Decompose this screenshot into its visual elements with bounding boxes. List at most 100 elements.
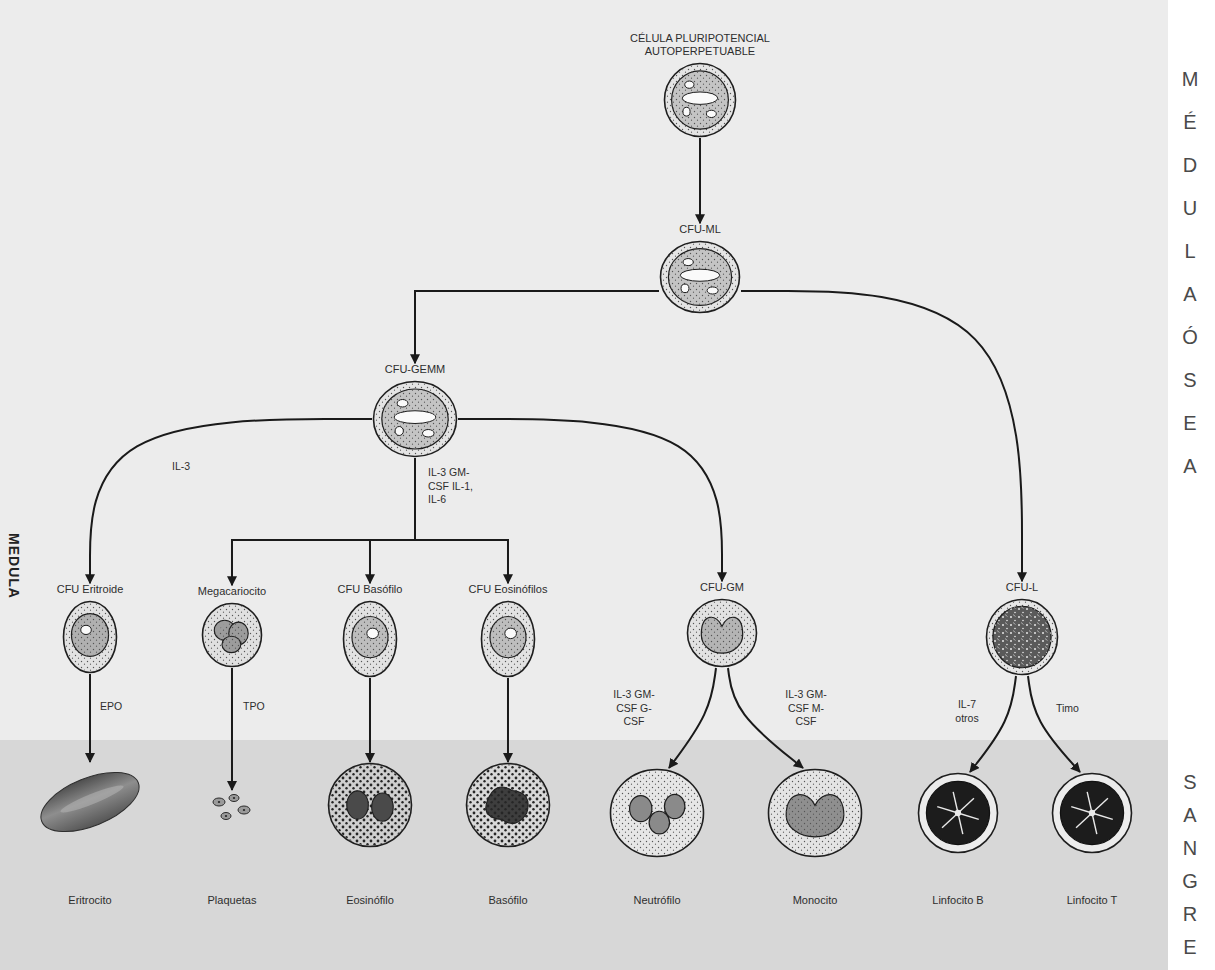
- arrow-connector: [89, 674, 91, 762]
- cell-drawing: [209, 790, 255, 824]
- cell-label: Linfocito B: [932, 894, 983, 908]
- cell-part: [59, 782, 126, 817]
- cell-part: [395, 427, 403, 436]
- cell-drawing: [62, 600, 118, 674]
- cell-part: [233, 797, 235, 799]
- cell-part: [672, 71, 729, 129]
- cell-node: CFU-GM: [686, 581, 758, 668]
- arrow-connector: [1028, 676, 1080, 772]
- cell-part: [1060, 781, 1123, 844]
- cell-part: [490, 617, 526, 658]
- cell-part: [611, 770, 704, 857]
- blood-band: [0, 740, 1168, 970]
- cell-part: [683, 259, 693, 266]
- cell-drawing: [465, 762, 551, 848]
- cell-part: [225, 815, 227, 817]
- cell-node: Linfocito B: [917, 772, 999, 908]
- cell-node: Megacariocito: [198, 585, 266, 668]
- arrow-connector: [369, 678, 371, 762]
- cell-label: Eosinófilo: [346, 894, 394, 908]
- cell-part: [958, 813, 963, 834]
- cell-part: [689, 601, 756, 666]
- cell-part: [770, 771, 861, 856]
- cell-part: [203, 605, 260, 666]
- cell-part: [987, 600, 1058, 675]
- cell-part: [344, 603, 395, 676]
- cell-drawing: [327, 762, 413, 848]
- cell-part: [958, 813, 979, 819]
- cell-label: CÉLULA PLURIPOTENCIAL AUTOPERPETUABLE: [615, 32, 785, 60]
- cell-label: Plaquetas: [208, 894, 257, 908]
- cell-part: [330, 765, 411, 846]
- cell-part: [372, 793, 394, 821]
- cell-label: Megacariocito: [198, 585, 266, 599]
- arrow-connector: [699, 138, 701, 223]
- cell-node: Basófilo: [465, 762, 551, 908]
- region-label: MEDULA: [6, 533, 22, 599]
- cell-part: [1092, 813, 1097, 834]
- cell-part: [71, 614, 108, 657]
- cell-node: CFU Eosinófilos: [469, 583, 548, 678]
- arrow-connector: [507, 678, 509, 762]
- growth-factor-label: IL-3 GM-CSF G-CSF: [606, 688, 662, 729]
- cell-part: [680, 269, 720, 281]
- cell-part: [1092, 798, 1108, 813]
- cell-part: [769, 770, 862, 857]
- region-label: SANGRE: [1180, 766, 1200, 964]
- cell-drawing: [985, 598, 1059, 676]
- cell-drawing: [609, 768, 705, 858]
- cell-part: [1092, 813, 1113, 819]
- arrow-connector: [370, 458, 415, 583]
- cell-part: [505, 628, 517, 639]
- cell-part: [926, 781, 989, 844]
- growth-factor-label: EPO: [100, 700, 132, 714]
- cell-part: [468, 765, 549, 846]
- cell-label: Linfocito T: [1067, 894, 1118, 908]
- cell-label: CFU-L: [1006, 581, 1038, 595]
- cell-part: [238, 806, 250, 814]
- marrow-band: [0, 0, 1168, 740]
- growth-factor-label: Timo: [1056, 702, 1090, 716]
- cell-part: [482, 603, 533, 676]
- cell-part: [217, 622, 247, 650]
- cell-part: [701, 617, 742, 653]
- arrow-connector: [232, 458, 415, 585]
- cell-part: [64, 602, 117, 673]
- cell-part: [1071, 807, 1092, 813]
- cell-node: CFU-ML: [659, 223, 741, 314]
- cell-node: Monocito: [767, 768, 863, 908]
- cell-part: [665, 64, 736, 137]
- cell-part: [483, 786, 533, 823]
- cell-part: [467, 764, 550, 847]
- growth-factor-label: IL-3 GM-CSF M-CSF: [778, 688, 834, 729]
- cell-part: [937, 807, 958, 813]
- arrow-connector: [741, 291, 1022, 581]
- cell-part: [243, 809, 245, 811]
- cell-label: CFU-GM: [700, 581, 744, 595]
- cell-part: [707, 287, 718, 294]
- cell-part: [213, 798, 225, 806]
- growth-factor-label: IL-7 otros: [948, 698, 986, 725]
- cell-part: [352, 617, 388, 658]
- arrow-connector: [669, 668, 716, 768]
- cell-drawing: [917, 772, 999, 854]
- cell-part: [1076, 813, 1092, 828]
- cell-part: [786, 795, 844, 837]
- cell-part: [942, 813, 958, 828]
- cell-part: [394, 411, 436, 424]
- cell-label: CFU Eritroide: [57, 583, 124, 597]
- cell-node: Plaquetas: [208, 790, 257, 908]
- cell-part: [81, 625, 92, 634]
- cell-drawing: [342, 600, 398, 678]
- cell-node: Neutrófilo: [609, 768, 705, 908]
- cell-part: [953, 792, 958, 813]
- cell-part: [685, 81, 694, 88]
- arrow-connector: [415, 291, 659, 363]
- cell-part: [958, 798, 974, 813]
- cell-part: [65, 603, 116, 672]
- cell-node: Linfocito T: [1051, 772, 1133, 908]
- cell-part: [706, 110, 716, 117]
- cell-label: Eritrocito: [68, 894, 111, 908]
- cell-part: [683, 107, 690, 116]
- cell-part: [329, 764, 412, 847]
